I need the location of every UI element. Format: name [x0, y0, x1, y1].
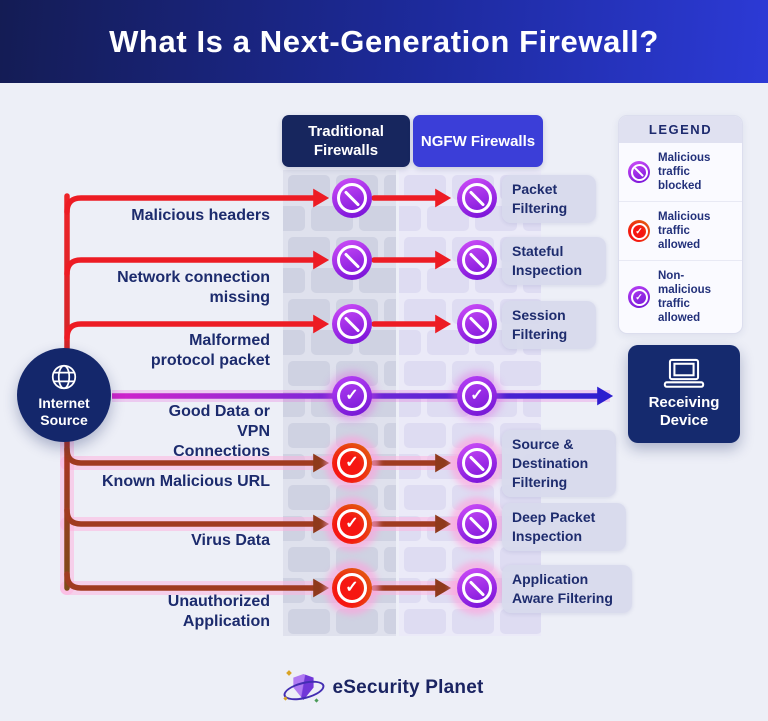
legend-item-label: Malicious traffic allowed: [658, 211, 711, 251]
ngfw-method-label: Session Filtering: [502, 301, 596, 349]
brand-footer: eSecurity Planet: [0, 666, 768, 710]
traffic-type-label: Known Malicious URL: [102, 473, 270, 490]
allowed-malicious-icon: ✓: [332, 568, 372, 608]
legend-title: LEGEND: [619, 116, 742, 143]
malicious-blocked-icon: [628, 161, 650, 183]
blocked-icon: [457, 178, 497, 218]
traffic-type-label: Network connection missing: [117, 269, 270, 306]
allowed-malicious-icon: ✓: [332, 504, 372, 544]
receiving-device-node: Receiving Device: [628, 345, 740, 443]
column-header-traditional: Traditional Firewalls: [282, 115, 410, 167]
globe-icon: [51, 364, 77, 389]
legend-item: ✓ Non-malicious traffic allowed: [619, 260, 742, 333]
header-banner: What Is a Next-Generation Firewall?: [0, 0, 768, 83]
shield-icon: [293, 674, 314, 700]
sparkle-icon: [314, 698, 320, 703]
blocked-icon: [457, 504, 497, 544]
internet-source-label: Internet Source: [38, 394, 90, 428]
column-header-ngfw: NGFW Firewalls: [413, 115, 543, 167]
brand-logo-icon: [282, 670, 327, 706]
traffic-type-label: Virus Data: [191, 532, 270, 549]
traffic-type-label: Malicious headers: [131, 207, 270, 224]
internet-source-node: Internet Source: [17, 348, 111, 442]
brand-name: eSecurity Planet: [332, 677, 484, 698]
malicious-allowed-icon: ✓: [628, 220, 650, 242]
ngfw-method-label: Deep Packet Inspection: [502, 503, 626, 551]
allowed-clean-icon: ✓: [332, 376, 372, 416]
blocked-icon: [332, 304, 372, 344]
blocked-icon: [332, 178, 372, 218]
receiving-device-label: Receiving Device: [648, 394, 720, 429]
blocked-icon: [457, 443, 497, 483]
legend: LEGEND Malicious traffic blocked ✓ Malic…: [618, 115, 743, 334]
ngfw-method-label: Application Aware Filtering: [502, 565, 632, 613]
legend-item-label: Non-malicious traffic allowed: [658, 270, 712, 324]
non-malicious-allowed-icon: ✓: [628, 286, 650, 308]
ngfw-method-label: Packet Filtering: [502, 175, 596, 223]
allowed-malicious-icon: ✓: [332, 443, 372, 483]
blocked-icon: [457, 568, 497, 608]
legend-item: ✓ Malicious traffic allowed: [619, 201, 742, 260]
blocked-icon: [332, 240, 372, 280]
traffic-type-label: Unauthorized Application: [167, 593, 270, 630]
legend-item: Malicious traffic blocked: [619, 143, 742, 201]
allowed-clean-icon: ✓: [457, 376, 497, 416]
traffic-type-label: Good Data or VPN Connections: [168, 403, 270, 460]
laptop-icon: [663, 358, 705, 388]
legend-item-label: Malicious traffic blocked: [658, 152, 711, 192]
orbit-ring-icon: [282, 677, 327, 704]
blocked-icon: [457, 304, 497, 344]
blocked-icon: [457, 240, 497, 280]
page-title: What Is a Next-Generation Firewall?: [109, 23, 659, 59]
ngfw-method-label: Stateful Inspection: [502, 237, 606, 285]
sparkle-icon: [286, 670, 293, 676]
ngfw-method-label: Source & Destination Filtering: [502, 430, 616, 497]
traffic-type-label: Malformed protocol packet: [150, 332, 270, 369]
